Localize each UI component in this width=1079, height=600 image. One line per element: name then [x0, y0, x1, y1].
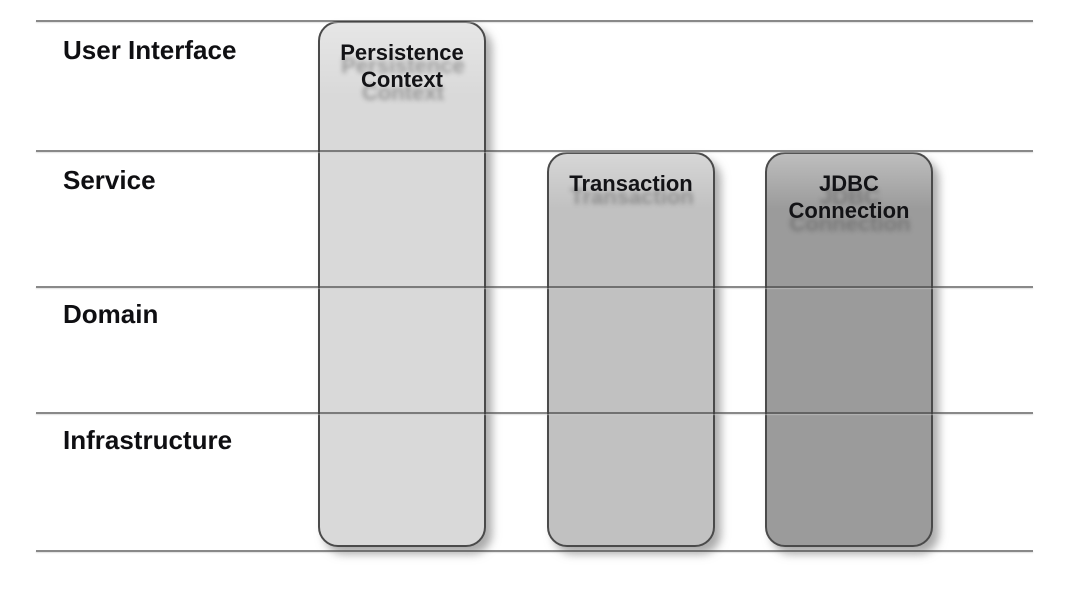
layer-label-domain: Domain	[63, 299, 159, 329]
layer-label-service: Service	[63, 165, 156, 195]
layer-divider-service-domain	[36, 286, 1033, 288]
layer-divider-top	[36, 20, 1033, 22]
layer-divider-bottom	[36, 550, 1033, 552]
transaction-label: Transaction	[569, 171, 693, 196]
layer-divider-domain-infrastructure	[36, 412, 1033, 414]
jdbc-connection-label: JDBC Connection	[788, 171, 910, 223]
persistence-context-label: Persistence Context	[340, 40, 464, 92]
transaction-box: Transaction	[547, 152, 715, 547]
layer-label-infrastructure: Infrastructure	[63, 425, 233, 455]
persistence-context-box: Persistence Context	[318, 21, 486, 547]
layer-divider-ui-service	[36, 150, 1033, 152]
jdbc-connection-box: JDBC Connection	[765, 152, 933, 547]
layer-label-user-interface: User Interface	[63, 35, 237, 65]
